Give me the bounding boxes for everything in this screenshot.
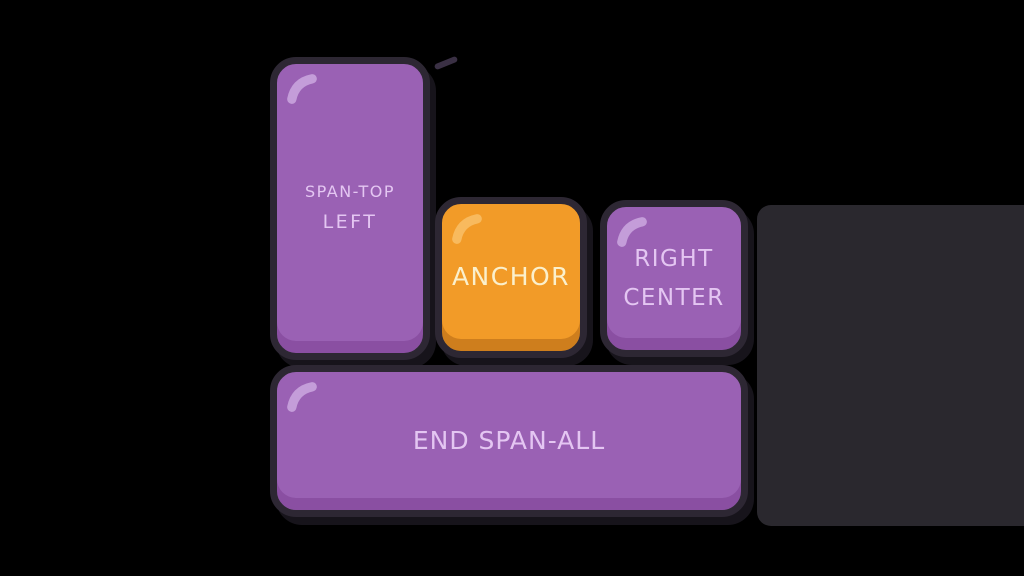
shine-icon	[617, 217, 647, 247]
shadow-streak	[433, 55, 459, 71]
shine-icon	[287, 382, 317, 412]
offscreen-panel-shadow	[757, 205, 1024, 526]
key-anchor[interactable]: ANCHOR	[435, 197, 587, 358]
key-label-line: LEFT	[322, 210, 378, 233]
key-span-top-left[interactable]: SPAN-TOP LEFT	[270, 57, 430, 360]
key-label-line: RIGHT	[634, 246, 714, 273]
key-label-line: ANCHOR	[451, 262, 571, 292]
key-end-span-all[interactable]: END SPAN-ALL	[270, 365, 748, 517]
key-label-line: CENTER	[623, 284, 725, 311]
shine-icon	[287, 74, 317, 104]
key-right-center[interactable]: RIGHT CENTER	[600, 200, 748, 357]
shine-icon	[452, 214, 482, 244]
key-label-line: SPAN-TOP	[304, 182, 395, 202]
key-label-line: END SPAN-ALL	[412, 425, 606, 455]
